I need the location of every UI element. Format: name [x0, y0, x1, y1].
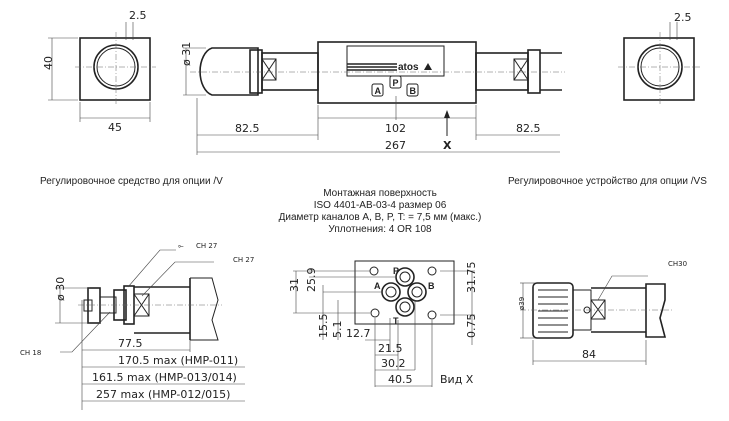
wrench-label-1: CH 27 — [196, 242, 217, 250]
dim-left-height: 40 — [42, 56, 55, 70]
mounting-surface-drawing: P A B T 31 25.9 15.5 5.1 31.75 0.75 12.7… — [288, 260, 478, 387]
wrench-label-2: CH 27 — [233, 256, 254, 264]
caption-option-vs: Регулировочное устройство для опции /VS — [508, 176, 707, 187]
port-t: T — [393, 316, 399, 326]
dim-total-267: 267 — [385, 139, 406, 152]
dim-31-75: 31.75 — [465, 262, 478, 294]
svg-text:ISO 4401-AB-03-4 размер 06: ISO 4401-AB-03-4 размер 06 — [314, 200, 447, 211]
dim-257: 257 max (HMP-012/015) — [96, 388, 230, 401]
view-marker-x: X — [443, 139, 452, 152]
dim-21-5: 21.5 — [378, 342, 403, 355]
option-vs-drawing: CH30 ø39 84 — [518, 260, 687, 365]
dim-right-wall: 2.5 — [674, 11, 692, 24]
dim-5-1: 5.1 — [331, 321, 344, 339]
port-label-b: B — [410, 86, 417, 96]
right-end-view: 2.5 — [618, 11, 700, 104]
option-v-drawing: ø 30 CH 27 CH 27 CH 18 ⟜ 77.5 170.5 max … — [20, 242, 254, 410]
dim-161-5: 161.5 max (HMP-013/014) — [92, 371, 237, 384]
atos-triangle-icon — [424, 63, 432, 70]
dim-diameter-31: ø 31 — [180, 42, 193, 66]
dim-0-75: 0.75 — [465, 314, 478, 339]
view-x-label: Вид X — [440, 373, 474, 386]
dim-30-2: 30.2 — [381, 357, 406, 370]
dim-left-width: 45 — [108, 121, 122, 134]
atos-logo: atos — [398, 62, 419, 73]
dim-left-82-5: 82.5 — [235, 122, 260, 135]
left-end-view: 2.5 40 45 — [42, 9, 156, 134]
dim-40-5: 40.5 — [388, 373, 413, 386]
valve-side-view: atos A P B ø 31 82.5 102 82.5 267 X — [180, 41, 565, 155]
dim-diameter-39: ø39 — [518, 297, 526, 310]
port-label-p: P — [393, 78, 399, 88]
svg-text:Уплотнения: 4 OR 108: Уплотнения: 4 OR 108 — [328, 224, 432, 235]
svg-text:Диаметр каналов A, B, P, T: =: Диаметр каналов A, B, P, T: = 7,5 мм (ма… — [279, 212, 482, 223]
wrench-label-ch30: CH30 — [668, 260, 687, 268]
wrench-label-3: CH 18 — [20, 349, 41, 357]
dim-left-wall: 2.5 — [129, 9, 147, 22]
dim-body-102: 102 — [385, 122, 406, 135]
dim-25-9: 25.9 — [305, 268, 318, 293]
dim-170-5: 170.5 max (HMP-011) — [118, 354, 238, 367]
dim-right-82-5: 82.5 — [516, 122, 541, 135]
port-label-a: A — [375, 86, 382, 96]
dim-77-5: 77.5 — [118, 337, 143, 350]
port-p: P — [393, 266, 399, 276]
caption-option-v: Регулировочное средство для опции /V — [40, 176, 223, 187]
dim-diameter-30: ø 30 — [54, 277, 67, 301]
wrench-icon: ⟜ — [178, 242, 184, 250]
dim-15-5: 15.5 — [317, 314, 330, 339]
dim-12-7: 12.7 — [346, 327, 371, 340]
port-b: B — [428, 281, 435, 291]
dim-31: 31 — [288, 278, 301, 292]
dim-84: 84 — [582, 348, 596, 361]
mounting-surface-caption: Монтажная поверхность ISO 4401-AB-03-4 р… — [279, 188, 482, 235]
port-a: A — [374, 281, 381, 291]
svg-text:Монтажная поверхность: Монтажная поверхность — [323, 188, 437, 199]
